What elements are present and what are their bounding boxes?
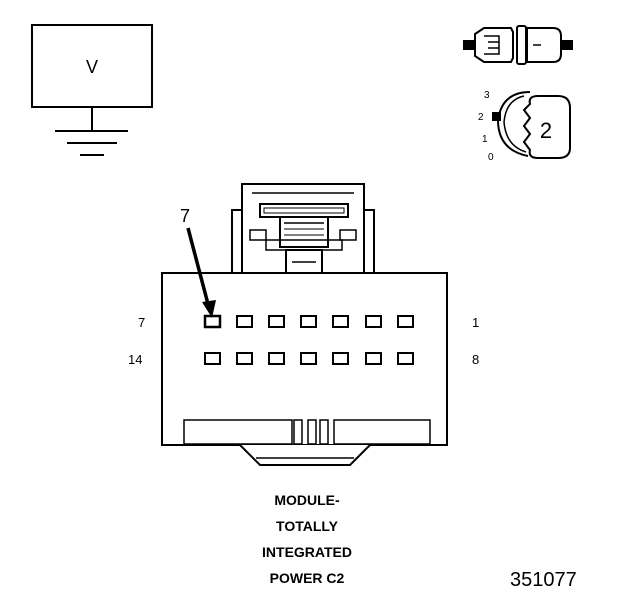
pin-callout-label: 7 xyxy=(180,206,190,226)
test-probe-icon xyxy=(463,25,573,65)
pin-cavity-14 xyxy=(204,352,221,365)
voltmeter-symbol: V xyxy=(31,24,153,156)
key-position-3: 3 xyxy=(484,90,490,101)
caption-line-2: TOTALLY xyxy=(276,518,339,534)
pin-cavity-13 xyxy=(236,352,253,365)
row2-left-label: 14 xyxy=(128,352,142,367)
key-position-2: 2 xyxy=(478,112,484,123)
pin-callout-arrowhead xyxy=(202,300,216,318)
caption-line-3: INTEGRATED xyxy=(262,544,352,560)
caption-line-4: POWER C2 xyxy=(270,570,345,586)
voltmeter-label: V xyxy=(86,57,98,77)
pin-cavities xyxy=(203,314,414,365)
pin-cavity-6 xyxy=(236,315,253,328)
pin-callout-arrow xyxy=(186,227,210,305)
key-switch-icon: 3 2 1 0 2 xyxy=(478,90,571,163)
figure-id: 351077 xyxy=(510,569,577,591)
pin-cavity-4 xyxy=(300,315,317,328)
connector-body: 7 1 14 8 7 xyxy=(128,183,479,466)
row1-left-label: 7 xyxy=(138,315,145,330)
pin-cavity-8 xyxy=(397,352,414,365)
key-position-1: 1 xyxy=(482,134,488,145)
row2-right-label: 8 xyxy=(472,352,479,367)
pin-cavity-7 xyxy=(203,314,222,329)
pin-cavity-11 xyxy=(300,352,317,365)
connector-caption: MODULE- TOTALLY INTEGRATED POWER C2 xyxy=(262,492,352,586)
connector-latch xyxy=(241,183,365,273)
row1-right-label: 1 xyxy=(472,315,479,330)
pin-cavity-5 xyxy=(268,315,285,328)
pin-cavity-2 xyxy=(365,315,382,328)
key-number: 2 xyxy=(540,118,552,143)
pin-cavity-12 xyxy=(268,352,285,365)
pin-cavity-10 xyxy=(332,352,349,365)
pin-cavity-1 xyxy=(397,315,414,328)
pin-cavity-3 xyxy=(332,315,349,328)
caption-line-1: MODULE- xyxy=(274,492,340,508)
key-position-0: 0 xyxy=(488,152,494,163)
pin-cavity-9 xyxy=(365,352,382,365)
